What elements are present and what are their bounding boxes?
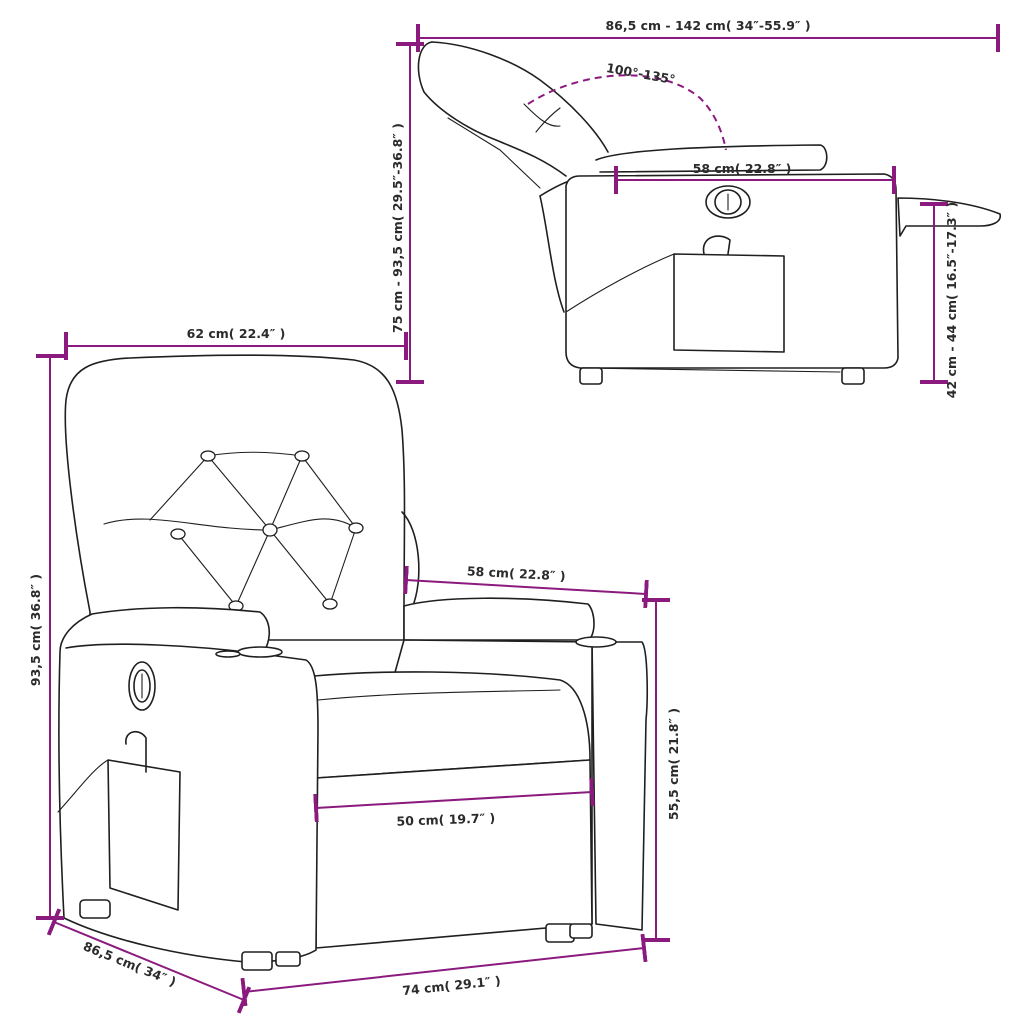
front-armrest-length-line xyxy=(403,565,649,609)
recline-angle-arc xyxy=(527,74,727,151)
total-height-label: 93,5 cm( 36.8″ ) xyxy=(28,574,43,686)
height-range-label: 75 cm - 93,5 cm( 29.5″-36.8″ ) xyxy=(390,123,405,333)
side-view-chair xyxy=(417,41,1002,385)
overall-width-line xyxy=(240,933,648,1007)
front-view-chair xyxy=(57,354,648,971)
seat-width-label: 50 cm( 19.7″ ) xyxy=(396,810,495,828)
front-armrest-length-label: 58 cm( 22.8″ ) xyxy=(467,563,566,583)
overall-width-label: 74 cm( 29.1″ ) xyxy=(402,973,502,998)
arm-height-label: 55,5 cm( 21.8″ ) xyxy=(666,708,681,820)
side-armrest-length-label: 58 cm( 22.8″ ) xyxy=(693,161,792,176)
depth-line xyxy=(46,908,252,1014)
seat-width-line xyxy=(313,777,595,823)
footrest-height-label: 42 cm - 44 cm( 16.5″-17.3″ ) xyxy=(944,202,959,398)
total-length-label: 86,5 cm - 142 cm( 34″-55.9″ ) xyxy=(605,18,810,33)
recline-angle-label: 100°-135° xyxy=(605,60,676,87)
backrest-width-label: 62 cm( 22.4″ ) xyxy=(187,326,286,341)
